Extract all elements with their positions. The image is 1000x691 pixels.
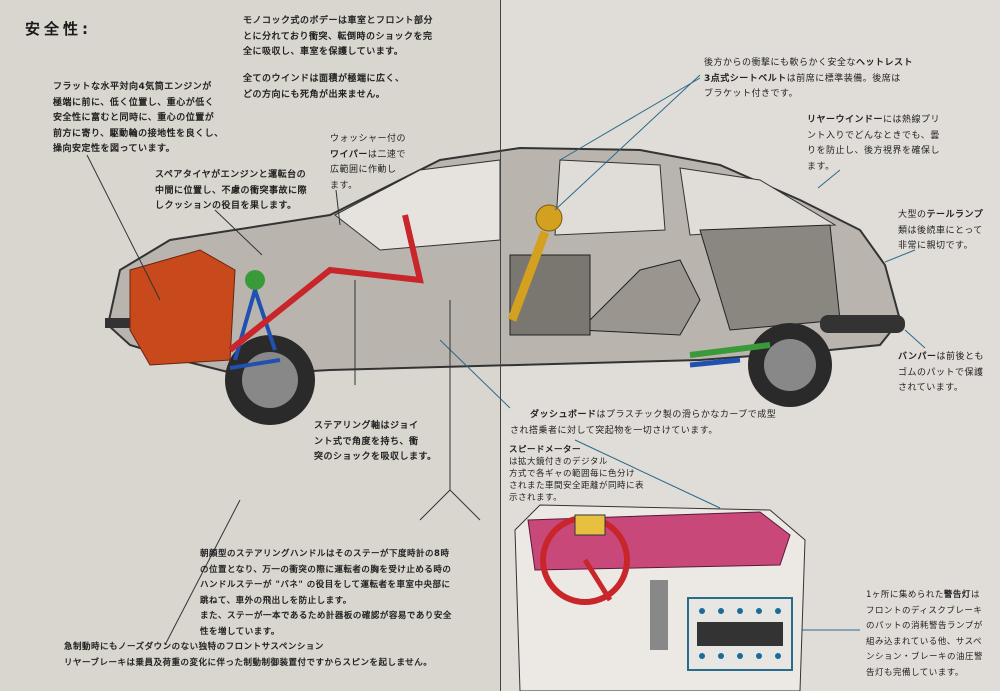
spare-tire-text: スペアタイヤがエンジンと運転台の 中間に位置し、不慮の衝突事故に際しクッションの… (155, 170, 308, 211)
warning-light-dot (756, 653, 762, 659)
washer-wiper-text: ウォッシャー付のワイパーは二速で 広範囲に作動します。 (330, 134, 407, 191)
warning-light-dot (718, 608, 724, 614)
dashboard-text: ダッシュボードはプラスチック製の滑らかなカーブで成型 され搭乗者に対して突起物を… (510, 410, 777, 436)
warning-light-dot (775, 608, 781, 614)
steering-wheel-text: 朝顔型のステアリングハンドルはそのステーが下度時計の8時 の位置となり、万一の衝… (200, 549, 452, 637)
steering-column-red (228, 214, 424, 353)
tail-lamp-text: 大型のテールランプ 類は後続車にとって非常に親切です。 (898, 210, 984, 251)
warning-light-dots (699, 608, 781, 659)
monocoque-text: モノコック式のボデーは車室とフロント部分 とに分れており衝突、転倒時のショックを… (243, 16, 434, 57)
page-spine (500, 0, 501, 691)
warning-light-dot (699, 608, 705, 614)
engine-text: フラットな水平対向4気筒エンジンが 極端に前に、低く位置し、重心が低く安全性に富… (53, 82, 224, 154)
speedometer-text: スピードメーター は拡大鏡付きのデジタル方式で各ギャの範囲毎に色分けされまた車間… (509, 445, 645, 503)
bumper-text: バンパーは前後とも ゴムのパットで保護されています。 (898, 352, 984, 393)
rear-window-text: リヤーウインドーには熱線プリ ント入りでどんなときでも、曇りを防止し、後方視界を… (807, 115, 941, 172)
green-component (245, 270, 265, 290)
page-title: 安全性: (25, 20, 92, 38)
windows-text: 全てのウインドは面積が極端に広く、どの方向にも死角が出来ません。 (243, 74, 405, 100)
warning-light-dot (756, 608, 762, 614)
warning-lights-text: 1ヶ所に集められた警告灯は フロントのディスクブレーキのパットの消耗警告ランプが… (866, 590, 984, 678)
warning-light-dot (699, 653, 705, 659)
engine-highlight (129, 249, 236, 366)
side-window-rear (679, 167, 837, 236)
warning-light-dot (718, 653, 724, 659)
suspension-text: 急制動時にもノーズダウンのない独特のフロントサスペンション リヤーブレーキは乗員… (64, 642, 433, 668)
front-seat (578, 259, 701, 336)
warning-light-dot (737, 608, 743, 614)
leader-lines (439, 74, 926, 631)
steering-shaft-text: ステアリング軸はジョイ ント式で角度を持ち、衝突のショックを吸収します。 (314, 421, 437, 462)
warning-light-dot (775, 653, 781, 659)
warning-light-dot (737, 653, 743, 659)
front-bumper (105, 318, 135, 328)
rear-suspension (689, 342, 771, 358)
rear-bumper (820, 315, 905, 333)
headrest-yellow (535, 204, 563, 232)
seatbelt-yellow (507, 230, 550, 322)
headrest-seatbelt-text: 後方からの衝撃にも軟らかく安全なヘットレスト 3点式シートベルトは前席に標準装備… (704, 58, 914, 99)
side-window-front (554, 159, 666, 236)
